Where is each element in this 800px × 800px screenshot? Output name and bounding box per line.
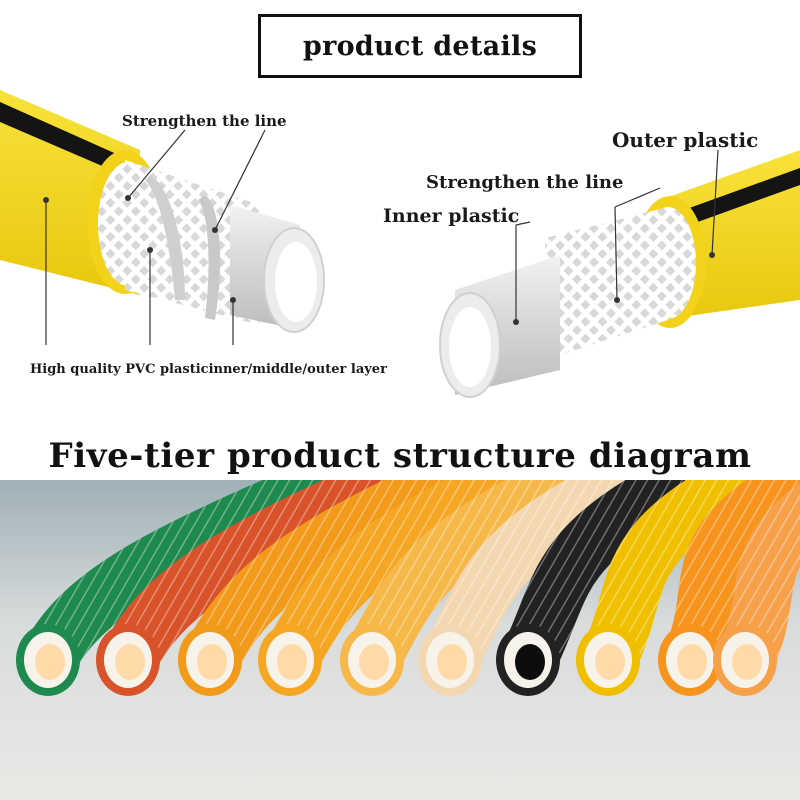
right-hose-illustration — [439, 150, 800, 398]
leader-dot — [147, 247, 153, 253]
label-inner-plastic: Inner plastic — [383, 205, 520, 227]
page-title: product details — [258, 14, 582, 78]
right-hose-black-stripe — [670, 168, 800, 232]
right-hose-mesh-layer — [545, 207, 668, 360]
leader-dot — [709, 252, 715, 258]
leader-dot — [43, 197, 49, 203]
hose-bore — [277, 644, 307, 680]
leader-line-strengthen-left-2 — [214, 129, 266, 231]
label-pvc-layers: High quality PVC plasticinner/middle/out… — [30, 362, 387, 377]
hose-bore — [437, 644, 467, 680]
label-strengthen-the-line-right: Strengthen the line — [426, 172, 624, 193]
leader-line-outer-plastic — [711, 149, 719, 256]
hose-bore — [359, 644, 389, 680]
leader-dot — [513, 319, 519, 325]
label-outer-plastic: Outer plastic — [612, 128, 759, 152]
hose-bore — [197, 644, 227, 680]
hose-bore — [515, 644, 545, 680]
left-hose-inner-band — [198, 195, 221, 320]
left-hose-middle-layer — [145, 175, 185, 300]
hose-bore — [677, 644, 707, 680]
leader-dots — [43, 195, 715, 325]
right-hose-tube-bore — [449, 307, 491, 387]
hose-bore — [595, 644, 625, 680]
leader-line-strengthen-right-h — [614, 187, 661, 208]
leader-line-strengthen-left — [127, 129, 186, 199]
product-photo-hoses — [0, 480, 800, 800]
leader-dot — [212, 227, 218, 233]
leader-dot — [614, 297, 620, 303]
hose-structure-diagram — [0, 90, 800, 398]
label-strengthen-the-line-left: Strengthen the line — [122, 112, 287, 130]
page-title-text: product details — [302, 30, 538, 62]
hose-bore — [732, 644, 762, 680]
left-hose-black-stripe — [0, 102, 130, 178]
leader-line-strengthen-right — [614, 206, 618, 301]
leader-line-inner-plastic-h — [515, 221, 531, 226]
hose-bore — [115, 644, 145, 680]
leader-dot — [125, 195, 131, 201]
hoses-group — [16, 480, 800, 696]
hose-bore — [35, 644, 65, 680]
leader-dot — [230, 297, 236, 303]
section-heading: Five-tier product structure diagram — [48, 436, 752, 476]
left-hose-tube-bore — [275, 242, 317, 322]
left-hose-illustration — [0, 90, 325, 333]
leader-lines — [45, 129, 719, 345]
